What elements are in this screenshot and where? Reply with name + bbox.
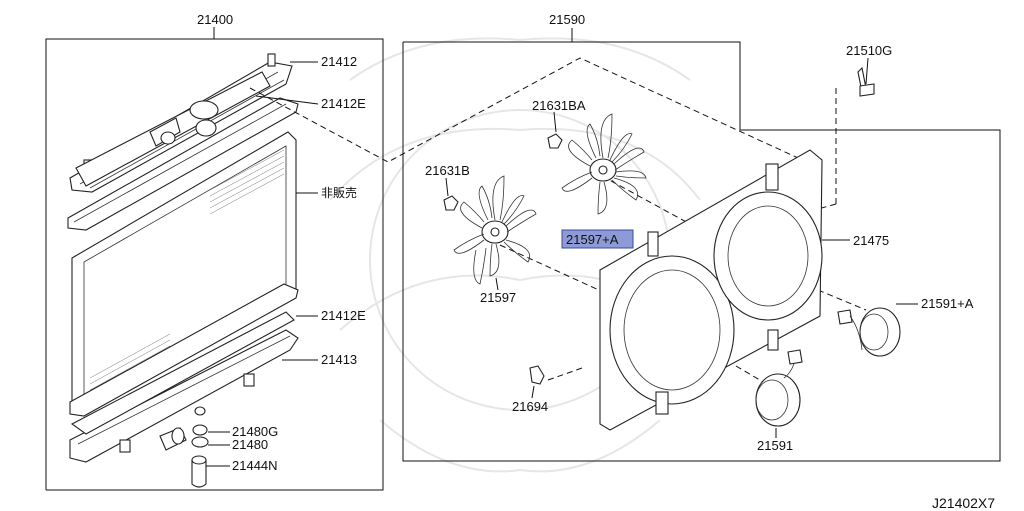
label-upper-seal[interactable]: 21412E bbox=[321, 96, 366, 111]
label-fan-nut[interactable]: 21631B bbox=[425, 163, 470, 178]
label-fan-nut-a[interactable]: 21631BA bbox=[532, 98, 586, 113]
upper-seal bbox=[67, 97, 299, 231]
fan-assy-box bbox=[402, 28, 1001, 462]
label-not-for-sale: 非販売 bbox=[321, 185, 357, 200]
label-lower-seal[interactable]: 21412E bbox=[321, 308, 366, 323]
label-clip[interactable]: 21694 bbox=[512, 399, 548, 414]
lower-support-bar bbox=[69, 329, 299, 463]
motor bbox=[755, 349, 803, 427]
label-fan[interactable]: 21597 bbox=[480, 290, 516, 305]
fan-nut bbox=[443, 195, 459, 211]
label-fan-a[interactable]: 21597+A bbox=[566, 232, 619, 247]
lower-tank bbox=[70, 311, 295, 435]
upper-tank bbox=[75, 71, 271, 187]
fan bbox=[453, 175, 537, 285]
drain-plug-assy bbox=[159, 406, 209, 451]
label-motor[interactable]: 21591 bbox=[757, 438, 793, 453]
left-leaders bbox=[206, 61, 319, 467]
clip bbox=[529, 365, 545, 385]
right-leaders bbox=[445, 111, 918, 438]
fan-a-highlight bbox=[561, 229, 634, 249]
motor-a bbox=[837, 307, 901, 357]
label-lower-support[interactable]: 21413 bbox=[321, 352, 357, 367]
shroud bbox=[599, 149, 823, 431]
fan-nut-a bbox=[547, 133, 563, 149]
label-fan-shroud-assy[interactable]: 21590 bbox=[549, 12, 585, 27]
label-motor-a[interactable]: 21591+A bbox=[921, 296, 974, 311]
radiator-box bbox=[45, 27, 384, 491]
label-drain-hose[interactable]: 21444N bbox=[232, 458, 278, 473]
label-bolt[interactable]: 21510G bbox=[846, 43, 892, 58]
label-upper-support[interactable]: 21412 bbox=[321, 54, 357, 69]
label-drain-plug[interactable]: 21480 bbox=[232, 437, 268, 452]
label-shroud[interactable]: 21475 bbox=[853, 233, 889, 248]
lower-seal bbox=[69, 283, 299, 417]
bolt bbox=[857, 57, 875, 97]
drain-hose bbox=[191, 455, 207, 488]
diagram-id: J21402X7 bbox=[932, 495, 995, 511]
label-drain-gasket[interactable]: 21480G bbox=[232, 424, 278, 439]
fan-a bbox=[561, 113, 647, 215]
label-radiator[interactable]: 21400 bbox=[197, 12, 233, 27]
